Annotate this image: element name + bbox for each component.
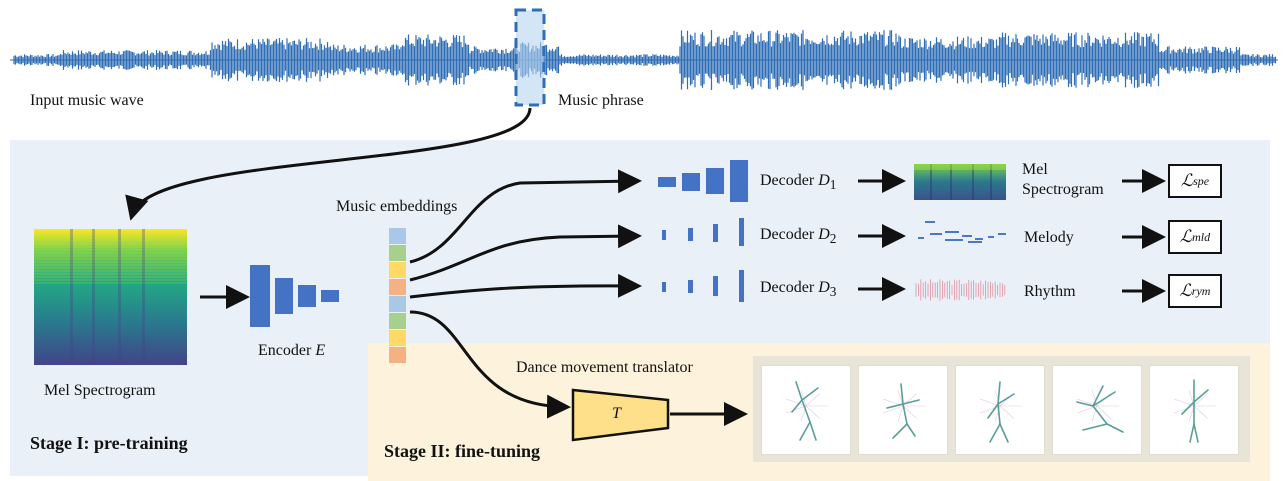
stage1-title: Stage I: pre-training bbox=[30, 433, 188, 453]
input-music-waveform bbox=[10, 30, 1278, 90]
music-phrase-label: Music phrase bbox=[558, 92, 644, 109]
embedding-cell bbox=[389, 330, 406, 346]
input-music-wave-label: Input music wave bbox=[30, 92, 144, 109]
dance-pose-frame-2 bbox=[859, 366, 947, 454]
dance-movement-translator-block bbox=[571, 388, 670, 442]
decoder3-blocks bbox=[662, 270, 744, 302]
embedding-cell bbox=[389, 245, 406, 261]
decoded-melody-plot bbox=[918, 221, 1006, 243]
embedding-to-decoder3-arrow bbox=[409, 273, 642, 299]
mel-spectrogram-output-label: Mel Spectrogram bbox=[1022, 161, 1104, 198]
dancer-stick-figure bbox=[786, 381, 828, 441]
phrase-to-spectrogram-arrow bbox=[125, 107, 532, 221]
dancer-stick-figure bbox=[1174, 379, 1216, 443]
music-embeddings-stack bbox=[389, 228, 406, 363]
embedding-to-decoder1-arrow bbox=[409, 169, 642, 264]
embedding-cell bbox=[389, 313, 406, 329]
decoder1-label: Decoder D1 bbox=[760, 172, 837, 193]
rhythm-output-label: Rhythm bbox=[1024, 283, 1076, 300]
decoder3-label: Decoder D3 bbox=[760, 279, 837, 300]
embedding-to-translator-arrow bbox=[409, 310, 571, 419]
decoder2-blocks bbox=[662, 218, 744, 246]
embedding-cell bbox=[389, 296, 406, 312]
dancer-stick-figure bbox=[980, 381, 1022, 443]
dance-stick-figures bbox=[786, 379, 1216, 443]
dancer-stick-figure bbox=[1076, 385, 1124, 433]
translator-symbol: T bbox=[612, 405, 621, 422]
stage2-title: Stage II: fine-tuning bbox=[384, 441, 541, 461]
dancer-stick-figure bbox=[883, 383, 925, 439]
decoder2-label: Decoder D2 bbox=[760, 226, 837, 247]
mel-spectrogram-label: Mel Spectrogram bbox=[44, 382, 156, 399]
decoded-rhythm-plot bbox=[915, 279, 1006, 301]
melody-output-label: Melody bbox=[1024, 229, 1074, 246]
encoder-label: Encoder E bbox=[258, 342, 326, 359]
embedding-cell bbox=[389, 279, 406, 295]
embedding-cell bbox=[389, 347, 406, 363]
embedding-to-decoder2-arrow bbox=[409, 224, 642, 282]
dance-pose-frame-3 bbox=[956, 366, 1044, 454]
embedding-cell bbox=[389, 228, 406, 244]
decoded-mel-spectrogram bbox=[914, 164, 1006, 200]
music-phrase-selection bbox=[514, 8, 546, 107]
translator-label: Dance movement translator bbox=[516, 359, 693, 376]
encoder-blocks bbox=[250, 265, 339, 327]
music-embeddings-label: Music embeddings bbox=[336, 198, 458, 215]
decoder1-blocks bbox=[658, 160, 748, 202]
embedding-cell bbox=[389, 262, 406, 278]
mel-spectrogram-image bbox=[34, 229, 187, 365]
